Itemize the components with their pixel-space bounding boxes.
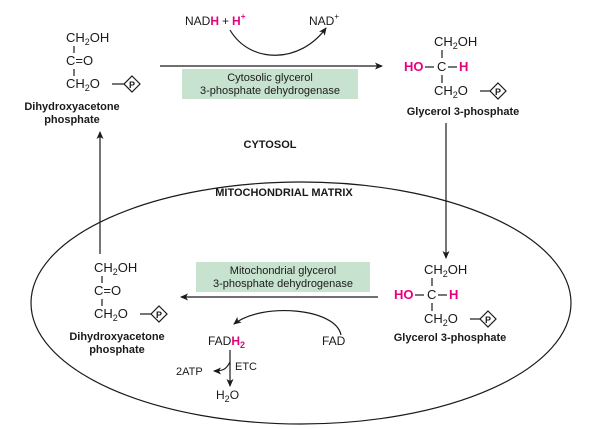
g3p-top-ch2oh: CH2OH	[434, 34, 477, 51]
g3p-top-ho: HO	[404, 59, 424, 74]
mitochondrion-membrane	[30, 181, 572, 425]
dhap-bottom-ch2oh: CH2OH	[94, 260, 137, 277]
g3p-top-c: C	[437, 59, 446, 74]
g3p-bottom-h: H	[449, 287, 458, 302]
cytosolic-enzyme-line2: 3-phosphate dehydrogenase	[200, 85, 340, 97]
phosphate-icon	[489, 82, 507, 100]
dhap-bottom-name-line1: Dihydroxyacetone	[69, 331, 164, 343]
mitochondrial-enzyme-box	[196, 262, 370, 292]
phosphate-p-label: P	[156, 310, 162, 320]
g3p-top-molecule: CH2OH HO C H CH2O P Glycerol 3-phosphate	[404, 34, 519, 118]
dhap-top-name-line1: Dihydroxyacetone	[24, 101, 119, 113]
dhap-bottom-ch2o: CH2O	[94, 306, 128, 323]
nad-label: NAD+	[309, 12, 339, 28]
cytosol-label: CYTOSOL	[244, 139, 297, 151]
phosphate-p-label: P	[495, 87, 501, 97]
cytosolic-enzyme-box	[182, 69, 358, 99]
g3p-bottom-ch2o: CH2O	[424, 311, 458, 328]
g3p-bottom-ch2oh: CH2OH	[424, 262, 467, 279]
g3p-bottom-ho: HO	[394, 287, 414, 302]
g3p-bottom-name: Glycerol 3-phosphate	[394, 332, 506, 344]
phosphate-p-label: P	[129, 80, 135, 90]
cytosolic-enzyme-line1: Cytosolic glycerol	[227, 72, 313, 84]
etc-label: ETC	[235, 361, 257, 373]
nadh-proton-label: NADH+H+	[185, 12, 246, 28]
fad-to-fadh2-curve-arrow	[233, 309, 342, 336]
fad-label: FAD	[322, 334, 346, 348]
g3p-top-ch2o: CH2O	[434, 83, 468, 100]
atp-branch-arrow	[213, 361, 231, 375]
phosphate-p-label: P	[485, 315, 491, 325]
mitochondrial-enzyme-line2: 3-phosphate dehydrogenase	[213, 278, 353, 290]
phosphate-icon	[123, 75, 141, 93]
atp-label: 2ATP	[176, 366, 203, 378]
dhap-top-ch2o: CH2O	[66, 76, 100, 93]
dhap-bottom-name-line2: phosphate	[89, 344, 145, 356]
g3p-top-h: H	[459, 59, 468, 74]
nadh-to-nad-curve-arrow	[229, 27, 327, 56]
dhap-bottom-molecule: CH2OH C=O CH2O P Dihydroxyacetone phosph…	[69, 260, 168, 356]
g3p-bottom-molecule: CH2OH HO C H CH2O P Glycerol 3-phosphate	[394, 262, 506, 344]
g3p-bottom-c: C	[427, 287, 436, 302]
mitochondrial-matrix-label: MITOCHONDRIAL MATRIX	[215, 187, 353, 199]
dhap-top-carbonyl: C=O	[66, 53, 93, 68]
dhap-top-name-line2: phosphate	[44, 114, 100, 126]
dhap-bottom-carbonyl: C=O	[94, 283, 121, 298]
phosphate-icon	[479, 310, 497, 328]
g3p-top-name: Glycerol 3-phosphate	[407, 106, 519, 118]
dhap-top-molecule: CH2OH C=O CH2O P Dihydroxyacetone phosph…	[24, 30, 141, 126]
phosphate-icon	[150, 305, 168, 323]
water-label: H2O	[216, 388, 239, 404]
mitochondrial-enzyme-line1: Mitochondrial glycerol	[230, 265, 336, 277]
dhap-top-ch2oh: CH2OH	[66, 30, 109, 47]
fadh2-label: FADH2	[208, 334, 245, 350]
